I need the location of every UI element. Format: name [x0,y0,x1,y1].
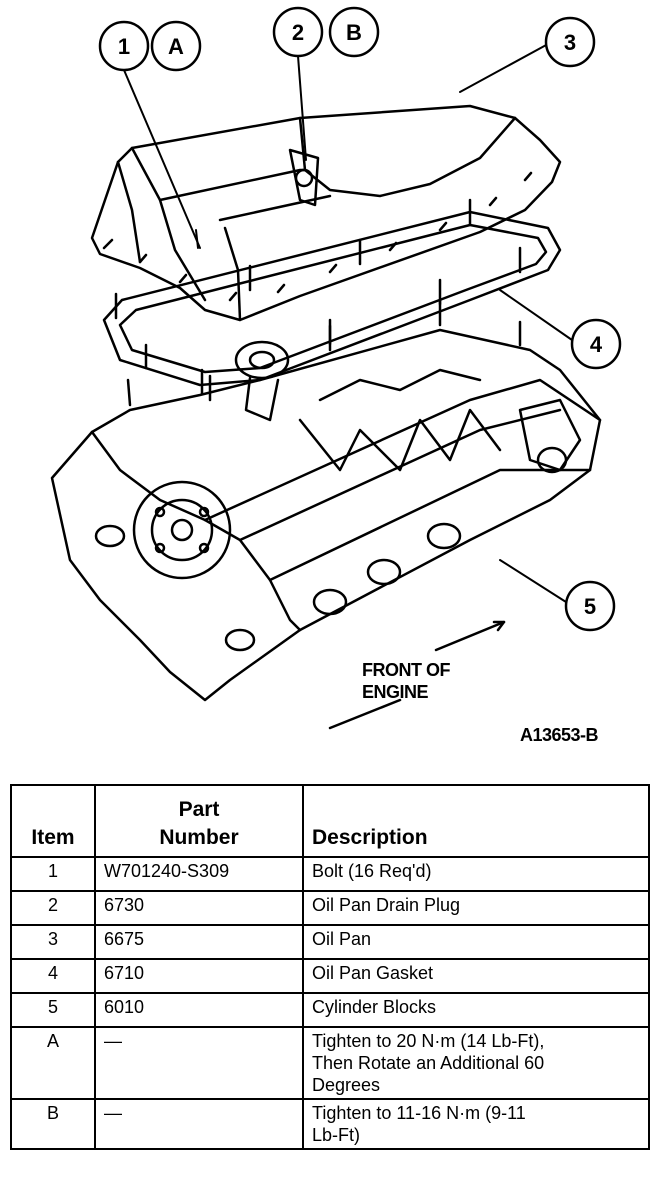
row-item: B [10,1098,96,1150]
table-row: 3 6675 Oil Pan [10,924,650,960]
row-description: Oil Pan Drain Plug [302,890,650,926]
row-item: 1 [10,856,96,892]
row-description: Oil Pan [302,924,650,960]
oil-pan-gasket-drawing [102,198,562,396]
callout-5: 5 [564,580,616,632]
callout-B: B [328,6,380,58]
row-description: Tighten to 11-16 N·m (9-11 Lb-Ft) [302,1098,650,1150]
row-part-number: — [94,1098,304,1150]
desc-line: Tighten to 20 N·m (14 Lb-Ft), [312,1031,545,1051]
desc-line: Oil Pan [312,929,372,949]
row-item: 4 [10,958,96,994]
header-part-number: Part Number [94,784,304,858]
callout-B-label: B [346,20,362,45]
desc-line: Bolt (16 Req'd) [312,861,432,881]
callout-leaders [123,43,573,603]
callout-2: 2 [272,6,324,58]
callout-4: 4 [570,318,622,370]
engine-oil-pan-diagram: 1 A 2 B 3 4 5 FRONT OF ENGINE [50,6,622,730]
row-description: Tighten to 20 N·m (14 Lb-Ft), Then Rotat… [302,1026,650,1100]
row-description: Bolt (16 Req'd) [302,856,650,892]
callout-2-label: 2 [292,20,304,45]
figure-id: A13653-B [520,725,599,745]
desc-line: Oil Pan Gasket [312,963,434,983]
row-description: Oil Pan Gasket [302,958,650,994]
row-description: Cylinder Blocks [302,992,650,1028]
parts-table-header: Item Part Number Description [10,784,650,858]
desc-line: Tighten to 11-16 N·m (9-11 [312,1103,526,1123]
row-part-number: 6710 [94,958,304,994]
table-row: 2 6730 Oil Pan Drain Plug [10,890,650,926]
callout-4-label: 4 [590,332,603,357]
front-of-engine-label-line1: FRONT OF [362,660,450,680]
desc-line: Then Rotate an Additional 60 [312,1053,545,1073]
row-part-number: W701240-S309 [94,856,304,892]
row-item: 3 [10,924,96,960]
callout-A: A [150,20,202,72]
table-row: 1 W701240-S309 Bolt (16 Req'd) [10,856,650,892]
desc-line: Oil Pan Drain Plug [312,895,461,915]
callout-1: 1 [98,20,150,72]
desc-line: Cylinder Blocks [312,997,437,1017]
header-part-line2: Number [159,826,239,849]
callout-A-label: A [168,34,184,59]
row-part-number: 6675 [94,924,304,960]
parts-table: Item Part Number Description 1 W701240-S… [10,784,650,1150]
oil-pan-drawing [90,104,562,322]
table-row: 5 6010 Cylinder Blocks [10,992,650,1028]
header-description: Description [302,784,650,858]
front-of-engine-arrows [328,620,506,730]
front-of-engine-label-line2: ENGINE [362,682,429,702]
row-part-number: 6730 [94,890,304,926]
row-part-number: — [94,1026,304,1100]
table-row: A — Tighten to 20 N·m (14 Lb-Ft), Then R… [10,1026,650,1100]
callout-3-label: 3 [564,30,576,55]
table-row: 4 6710 Oil Pan Gasket [10,958,650,994]
desc-line: Degrees [312,1075,381,1095]
desc-line: Lb-Ft) [312,1125,361,1145]
row-item: 2 [10,890,96,926]
row-item: A [10,1026,96,1100]
callout-1-label: 1 [118,34,130,59]
header-item: Item [10,784,96,858]
header-part-line1: Part [178,798,220,821]
row-part-number: 6010 [94,992,304,1028]
callout-3: 3 [544,16,596,68]
row-item: 5 [10,992,96,1028]
table-row: B — Tighten to 11-16 N·m (9-11 Lb-Ft) [10,1098,650,1150]
callout-5-label: 5 [584,594,596,619]
cylinder-block-drawing [50,298,602,702]
